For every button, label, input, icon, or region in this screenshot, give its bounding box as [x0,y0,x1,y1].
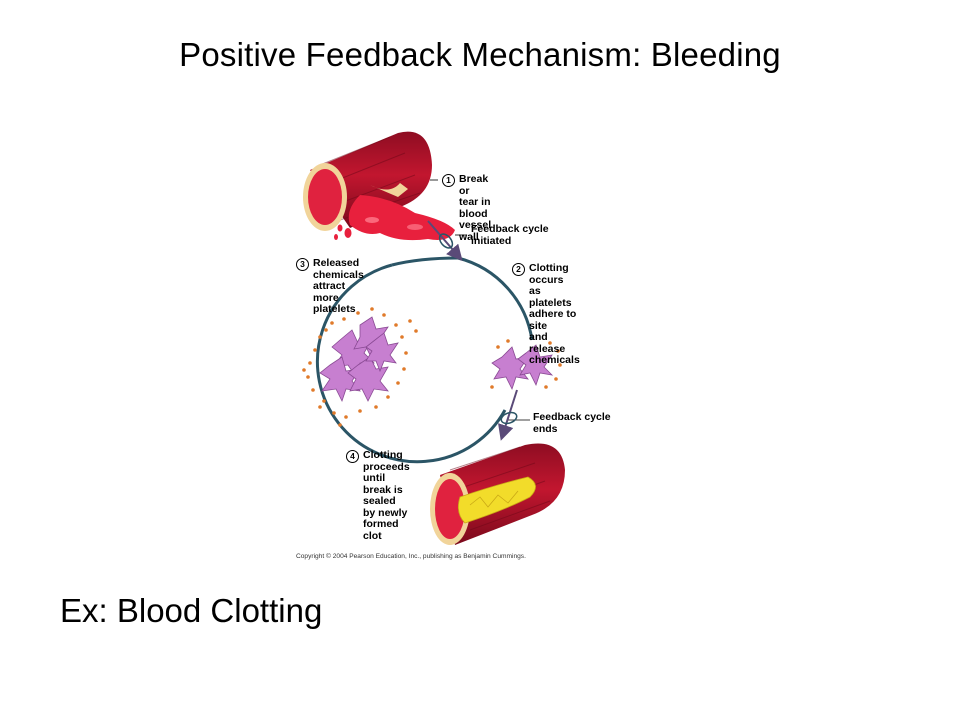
step-1-text: Break or tear in blood vessel wall [459,173,492,243]
slide-title: Positive Feedback Mechanism: Bleeding [179,36,781,73]
leader-lines [430,179,530,421]
step-1-number: 1 [442,174,455,187]
initiated-arrow [427,220,463,262]
feedback-initiated-label: Feedback cycle initiated [471,223,549,247]
sealed-vessel [430,443,565,545]
torn-vessel [303,131,455,241]
step-3-number: 3 [296,258,309,271]
platelet-pair [490,339,562,391]
step-2-text: Clotting occurs as platelets adhere to s… [529,262,580,366]
ends-arrow [498,389,518,441]
step-4-text: Clotting proceeds until break is sealed … [363,449,410,542]
platelet-cluster [302,307,418,427]
feedback-ends-label: Feedback cycle ends [533,411,611,435]
step-2-number: 2 [512,263,525,276]
feedback-diagram: 1 Break or tear in blood vessel wall 2 C… [280,125,640,570]
step-4-number: 4 [346,450,359,463]
copyright-notice: Copyright © 2004 Pearson Education, Inc.… [296,553,526,560]
step-3-text: Released chemicals attract more platelet… [313,257,364,315]
diagram-illustration [302,131,565,545]
example-text: Ex: Blood Clotting [60,592,323,629]
